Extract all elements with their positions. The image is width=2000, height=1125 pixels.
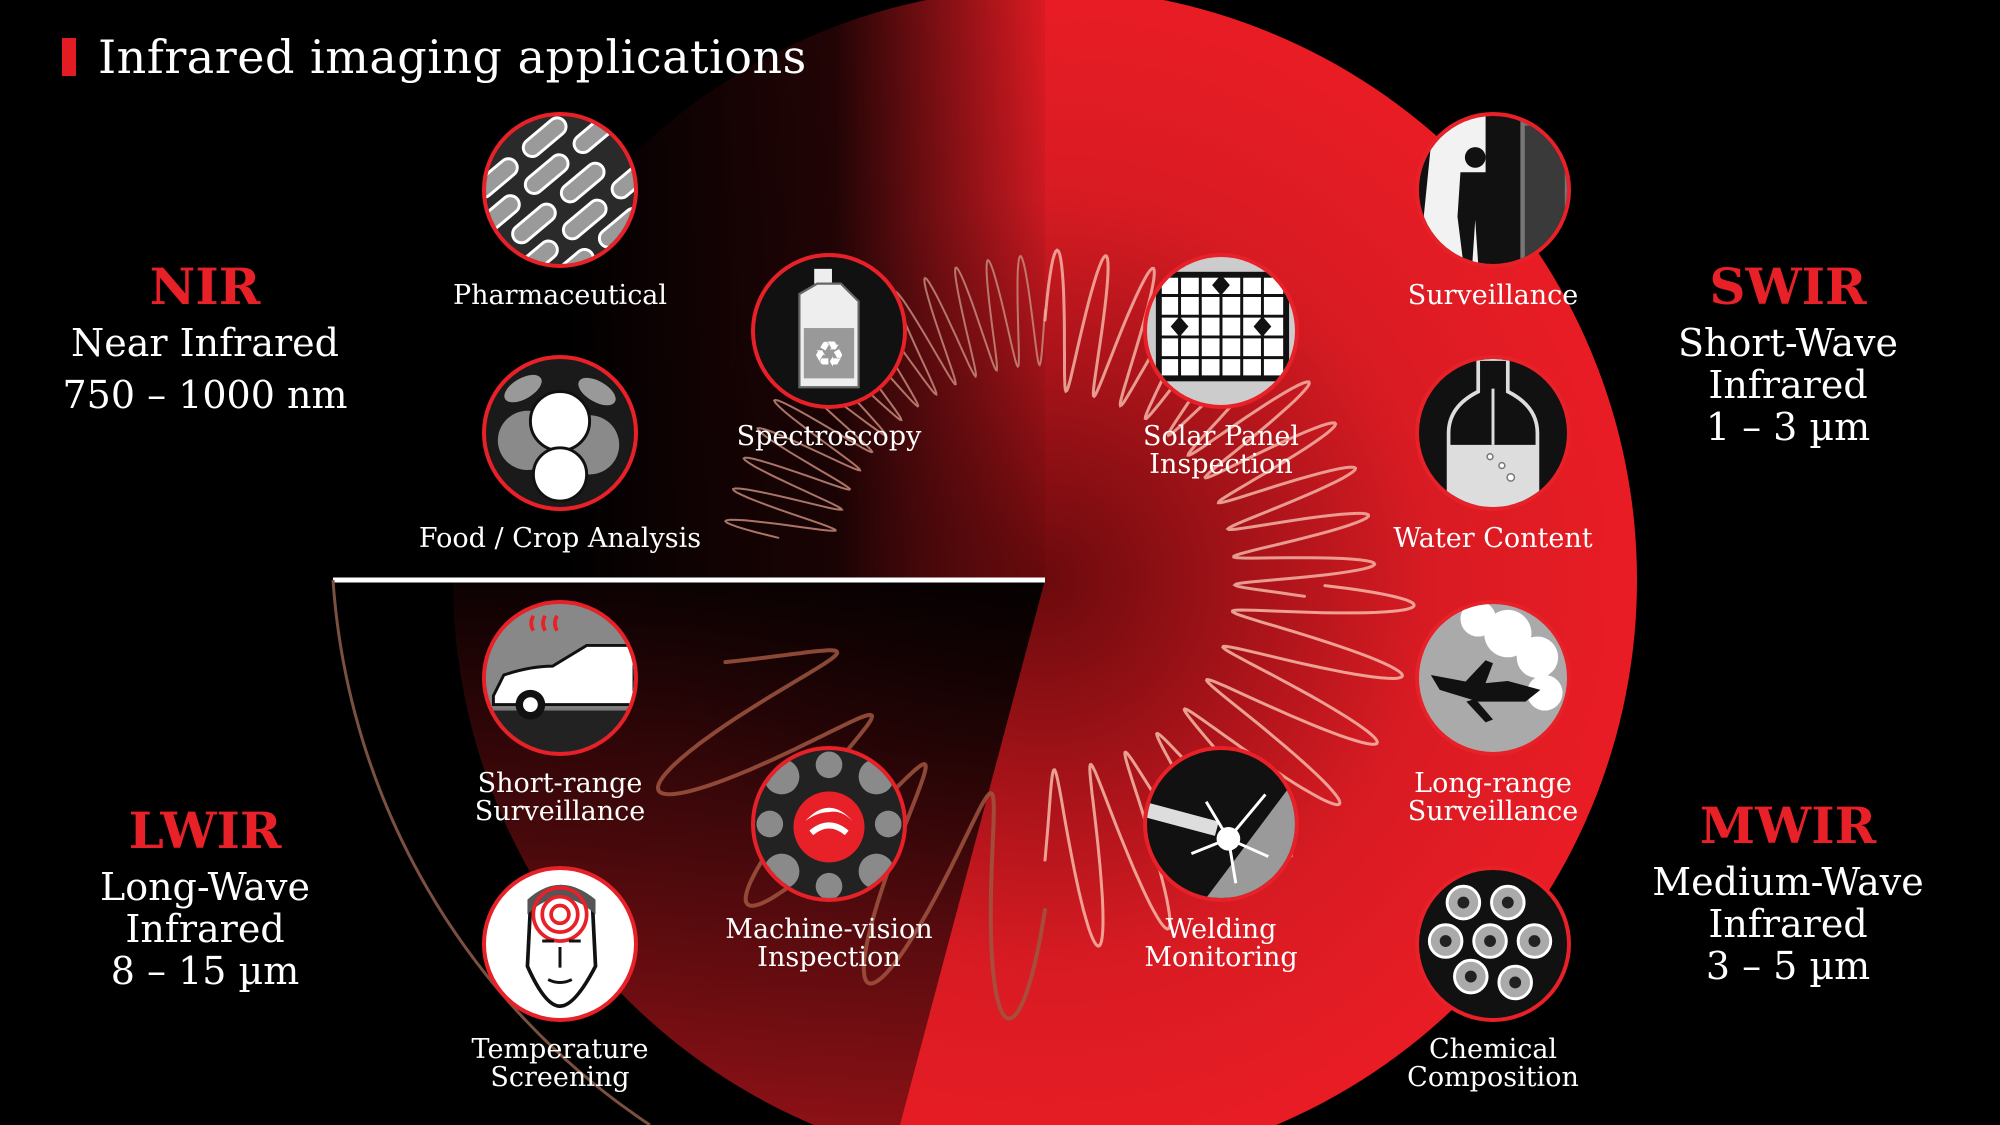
app-label: Water Content xyxy=(1393,523,1593,554)
lwir-arc xyxy=(331,579,651,1125)
app-label: Food / Crop Analysis xyxy=(418,523,702,554)
band-name-2: Infrared xyxy=(1708,363,1868,407)
band-name: Medium-Wave xyxy=(1652,860,1924,904)
app-label: Spectroscopy xyxy=(736,421,922,452)
app-short-range: Short-range Surveillance xyxy=(400,600,720,826)
band-name-2: Infrared xyxy=(1708,902,1868,946)
band-mwir: MWIR Medium-Wave Infrared 3 – 5 µm xyxy=(1608,796,1968,988)
band-name: Long-Wave xyxy=(99,865,311,909)
band-nir: NIR Near Infrared 750 – 1000 nm xyxy=(25,257,385,417)
solar-panel-icon xyxy=(1143,253,1299,409)
app-label: Surveillance xyxy=(1407,280,1579,311)
app-label: Long-range Surveillance xyxy=(1407,768,1579,827)
band-code: LWIR xyxy=(128,801,282,860)
band-name-2: Infrared xyxy=(125,907,285,951)
app-label: Pharmaceutical xyxy=(452,280,668,311)
band-range: 1 – 3 µm xyxy=(1705,405,1871,449)
pipes-icon xyxy=(1415,866,1571,1022)
page-title: Infrared imaging applications xyxy=(98,30,807,84)
car-icon xyxy=(482,600,638,756)
app-solar: Solar Panel Inspection xyxy=(1061,253,1381,479)
app-welding: Welding Monitoring xyxy=(1061,746,1381,972)
app-pharmaceutical: Pharmaceutical xyxy=(400,112,720,310)
band-range: 3 – 5 µm xyxy=(1705,944,1871,988)
band-swir: SWIR Short-Wave Infrared 1 – 3 µm xyxy=(1608,257,1968,449)
capsules-icon xyxy=(482,112,638,268)
band-code: SWIR xyxy=(1709,257,1867,316)
welding-spark-icon xyxy=(1143,746,1299,902)
bottle-icon xyxy=(1415,355,1571,511)
app-machine-vision: Machine-vision Inspection xyxy=(669,746,989,972)
band-code: NIR xyxy=(149,257,261,316)
title-block: Infrared imaging applications xyxy=(62,30,807,84)
app-water: Water Content xyxy=(1333,355,1653,553)
app-label: Chemical Composition xyxy=(1407,1034,1579,1093)
app-label: Welding Monitoring xyxy=(1144,914,1298,973)
app-spectroscopy: ♻ Spectroscopy xyxy=(669,253,989,451)
silhouette-icon xyxy=(1415,112,1571,268)
app-label: Short-range Surveillance xyxy=(474,768,646,827)
recycle-jug-icon: ♻ xyxy=(751,253,907,409)
band-name: Near Infrared xyxy=(71,321,339,365)
apples-icon xyxy=(482,355,638,511)
band-lwir: LWIR Long-Wave Infrared 8 – 15 µm xyxy=(25,801,385,993)
app-long-range: Long-range Surveillance xyxy=(1333,600,1653,826)
band-name: Short-Wave xyxy=(1678,321,1898,365)
band-code: MWIR xyxy=(1699,796,1877,855)
band-range: 8 – 15 µm xyxy=(110,949,300,993)
shrimp-icon xyxy=(751,746,907,902)
app-temperature: Temperature Screening xyxy=(400,866,720,1092)
face-heat-icon xyxy=(482,866,638,1022)
app-food: Food / Crop Analysis xyxy=(400,355,720,553)
app-label: Machine-vision Inspection xyxy=(725,914,933,973)
app-chemical: Chemical Composition xyxy=(1333,866,1653,1092)
app-label: Temperature Screening xyxy=(471,1034,649,1093)
title-accent-bar xyxy=(62,38,76,76)
app-surveillance: Surveillance xyxy=(1333,112,1653,310)
band-range: 750 – 1000 nm xyxy=(62,373,348,417)
svg-text:♻: ♻ xyxy=(813,335,845,376)
aircraft-icon xyxy=(1415,600,1571,756)
app-label: Solar Panel Inspection xyxy=(1142,421,1300,480)
